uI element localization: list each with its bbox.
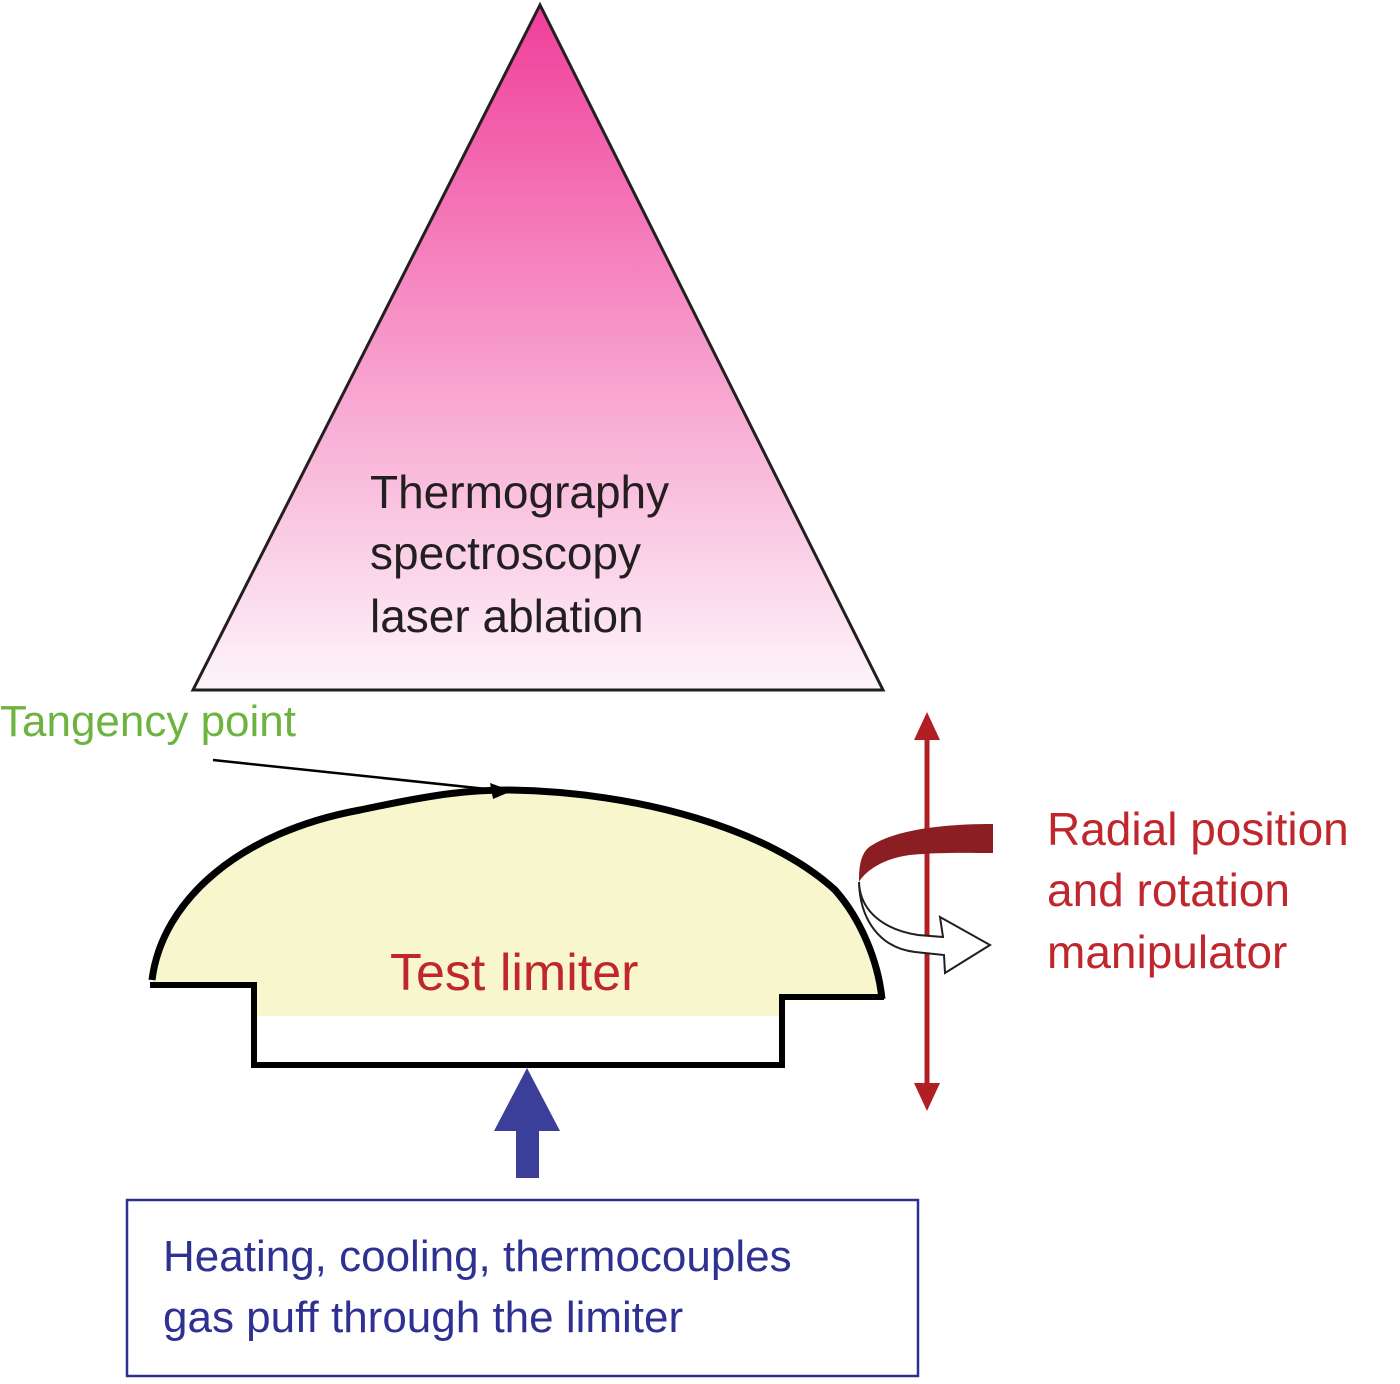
manipulator-label-line-3: manipulator	[1047, 926, 1287, 978]
services-box-frame	[125, 1198, 920, 1378]
services-arrow-up-icon	[494, 1068, 560, 1131]
tangency-pointer-line	[212, 758, 497, 792]
rotation-arrow	[858, 824, 993, 975]
limiter-body-fill	[152, 790, 882, 1016]
limiter-base-outline	[150, 982, 884, 1068]
test-limiter: Test limiter	[148, 786, 886, 1068]
tangency-arrowhead-icon	[490, 783, 512, 799]
rotation-arrow-band	[859, 824, 993, 882]
diagnostics-label-line-2: spectroscopy	[370, 527, 641, 579]
manipulator-label: Radial position and rotation manipulator	[1047, 803, 1349, 978]
radial-position-arrow	[914, 712, 940, 1111]
limiter-dome-outline	[148, 786, 886, 1000]
services-arrow	[494, 1068, 560, 1178]
services-box: Heating, cooling, thermocouples gas puff…	[125, 1198, 920, 1378]
diagnostics-triangle: Thermography spectroscopy laser ablation	[190, 1, 886, 692]
manipulator-label-line-2: and rotation	[1047, 864, 1290, 916]
services-arrow-shaft	[516, 1128, 539, 1178]
services-label-line-1: Heating, cooling, thermocouples	[163, 1232, 792, 1281]
rotation-arrow-head-icon	[858, 881, 992, 975]
manipulator-label-line-1: Radial position	[1047, 803, 1349, 855]
radial-arrow-up-icon	[914, 712, 940, 740]
tangency-label: Tangency point	[0, 697, 296, 746]
diagnostics-label-line-1: Thermography	[370, 466, 669, 518]
radial-arrow-down-icon	[914, 1083, 940, 1111]
tangency-annotation: Tangency point	[0, 697, 512, 799]
services-label-line-2: gas puff through the limiter	[163, 1293, 683, 1342]
limiter-label: Test limiter	[390, 944, 638, 1002]
diagnostics-label-line-3: laser ablation	[370, 590, 644, 642]
